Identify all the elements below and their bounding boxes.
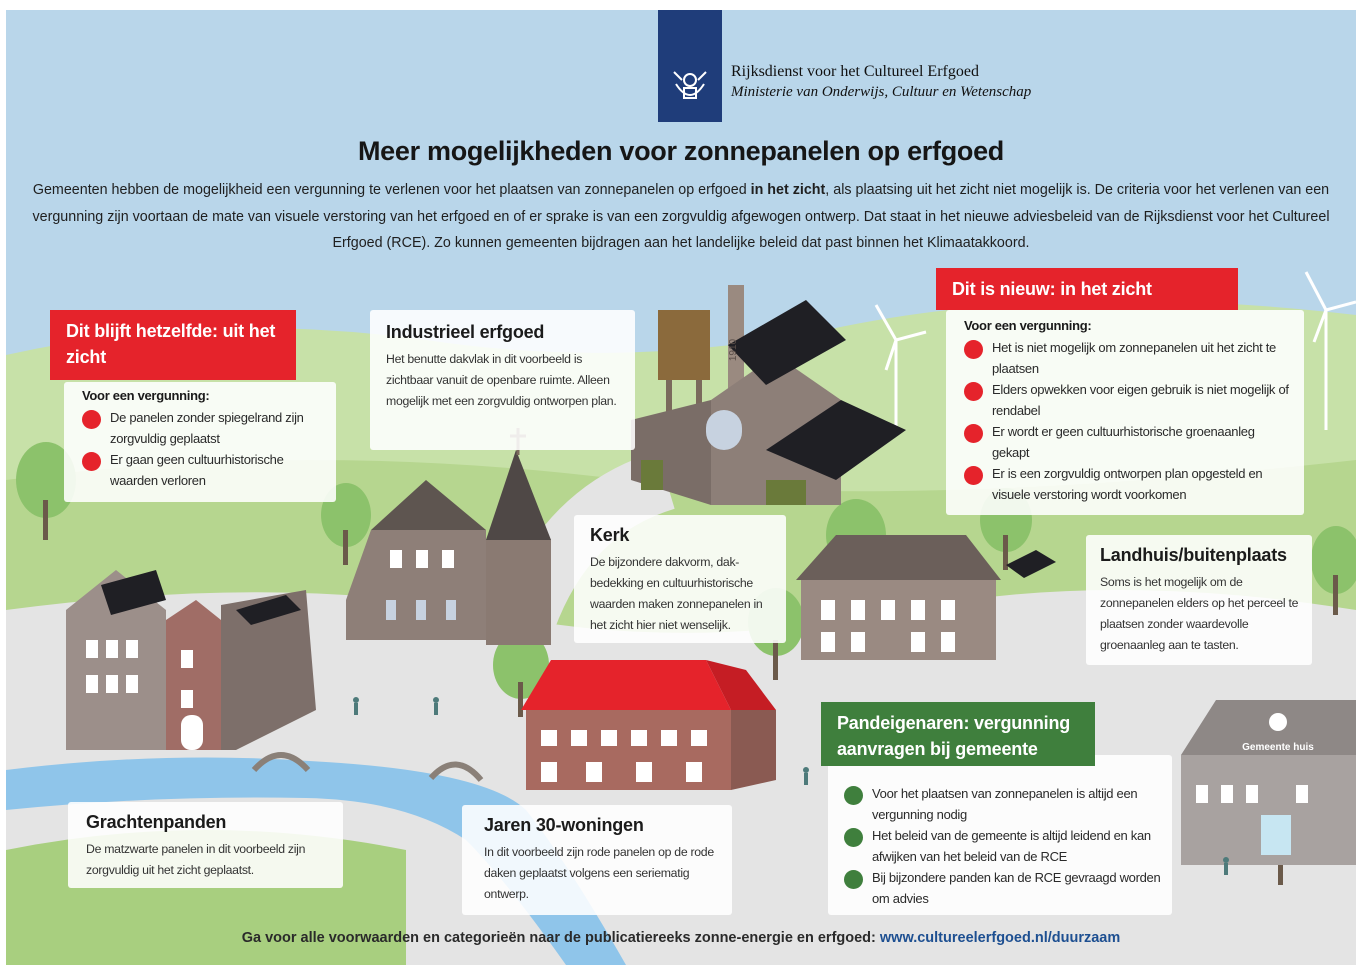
list-item: Bij bijzondere panden kan de RCE gevraag…	[844, 867, 1162, 909]
red-bullet-icon	[82, 452, 101, 471]
landhuis-text: Soms is het mogelijk om de zonnepanelen …	[1100, 575, 1299, 652]
list-item: Elders opwekken voor eigen gebruik is ni…	[964, 379, 1292, 421]
owners-banner: Pandeigenaren: vergunning aanvragen bij …	[821, 702, 1095, 766]
gracht-card: Grachtenpanden De matzwarte panelen in d…	[68, 802, 343, 888]
owners-card: Voor het plaatsen van zonnepanelen is al…	[828, 755, 1172, 915]
org-name: Rijksdienst voor het Cultureel Erfgoed	[731, 63, 979, 80]
jaren30-houses	[521, 660, 776, 790]
page-title: Meer mogelijkheden voor zonnepanelen op …	[357, 136, 1004, 166]
jaren30-title: Jaren 30-woningen	[484, 815, 644, 835]
list-item: Voor het plaatsen van zonnepanelen is al…	[844, 783, 1162, 825]
list-item: Er is een zorgvuldig ontworpen plan opge…	[964, 463, 1292, 505]
kerk-card: Kerk De bijzondere dakvorm, dak-bedekkin…	[574, 515, 786, 643]
landhuis-card: Landhuis/buitenplaats Soms is het mogeli…	[1086, 535, 1312, 665]
church-building	[346, 428, 551, 645]
list-item: Het is niet mogelijk om zonnepanelen uit…	[964, 337, 1292, 379]
kerk-title: Kerk	[590, 525, 630, 545]
gracht-title: Grachtenpanden	[86, 812, 227, 832]
organization-name: Rijksdienst voor het Cultureel Erfgoed M…	[731, 62, 1051, 102]
red-bullet-icon	[964, 382, 983, 401]
duurzaam-link[interactable]: www.cultureelerfgoed.nl/duurzaam	[879, 930, 1121, 946]
red-bullet-icon	[964, 466, 983, 485]
factory-building	[631, 285, 906, 505]
canal-houses	[66, 570, 316, 750]
new-list: Het is niet mogelijk om zonnepanelen uit…	[964, 337, 1292, 505]
landhuis-title: Landhuis/buitenplaats	[1100, 545, 1287, 565]
green-bullet-icon	[844, 786, 863, 805]
intro-bold: in het zicht	[750, 182, 826, 198]
same-card: Voor een vergunning: De panelen zonder s…	[64, 382, 336, 502]
same-list: De panelen zonder spiegelrand zijn zorgv…	[82, 407, 322, 491]
town-hall: Gemeente huis	[1181, 700, 1356, 865]
factory-year-label: 1910	[728, 338, 739, 361]
jaren30-text: In dit voorbeeld zijn rode panelen op de…	[484, 845, 714, 901]
red-bullet-icon	[964, 424, 983, 443]
infographic: Gemeente huis 1910 Rijksdienst voor het …	[6, 10, 1356, 965]
same-sublabel: Voor een vergunning:	[82, 388, 210, 403]
green-bullet-icon	[844, 828, 863, 847]
list-item: Het beleid van de gemeente is altijd lei…	[844, 825, 1162, 867]
intro-paragraph: Gemeenten hebben de mogelijkheid een ver…	[30, 177, 1332, 257]
kerk-text: De bijzondere dakvorm, dak-bedekking en …	[590, 555, 763, 632]
same-banner: Dit blijft hetzelfde: uit het zicht	[50, 310, 296, 380]
list-item: Er gaan geen cultuurhistorische waarden …	[82, 449, 322, 491]
green-bullet-icon	[844, 870, 863, 889]
list-item: De panelen zonder spiegelrand zijn zorgv…	[82, 407, 322, 449]
intro-part-1: Gemeenten hebben de mogelijkheid een ver…	[32, 182, 751, 198]
industrieel-text: Het benutte dakvlak in dit voorbeeld is …	[386, 352, 617, 408]
new-sublabel: Voor een vergunning:	[964, 318, 1092, 333]
new-card: Voor een vergunning: Het is niet mogelij…	[946, 310, 1304, 515]
industrieel-card: Industrieel erfgoed Het benutte dakvlak …	[370, 310, 635, 450]
red-bullet-icon	[82, 410, 101, 429]
jaren30-card: Jaren 30-woningen In dit voorbeeld zijn …	[462, 805, 732, 915]
ministry-name: Ministerie van Onderwijs, Cultuur en Wet…	[731, 84, 1032, 100]
country-house	[796, 535, 1056, 660]
list-item: Er wordt er geen cultuurhistorische groe…	[964, 421, 1292, 463]
owners-list: Voor het plaatsen van zonnepanelen is al…	[844, 783, 1162, 909]
intro-part-2: , als plaatsing uit het zicht niet mogel…	[32, 182, 1330, 251]
new-banner: Dit is nieuw: in het zicht	[936, 268, 1238, 310]
coat-of-arms-icon	[673, 71, 707, 99]
footer-text: Ga voor alle voorwaarden en categorieën …	[241, 930, 880, 946]
rijksoverheid-logo	[658, 10, 722, 122]
red-bullet-icon	[964, 340, 983, 359]
industrieel-title: Industrieel erfgoed	[386, 322, 545, 342]
footer: Ga voor alle voorwaarden en categorieën …	[6, 930, 1356, 946]
gracht-text: De matzwarte panelen in dit voorbeeld zi…	[86, 842, 306, 877]
town-hall-label: Gemeente huis	[1242, 742, 1314, 753]
